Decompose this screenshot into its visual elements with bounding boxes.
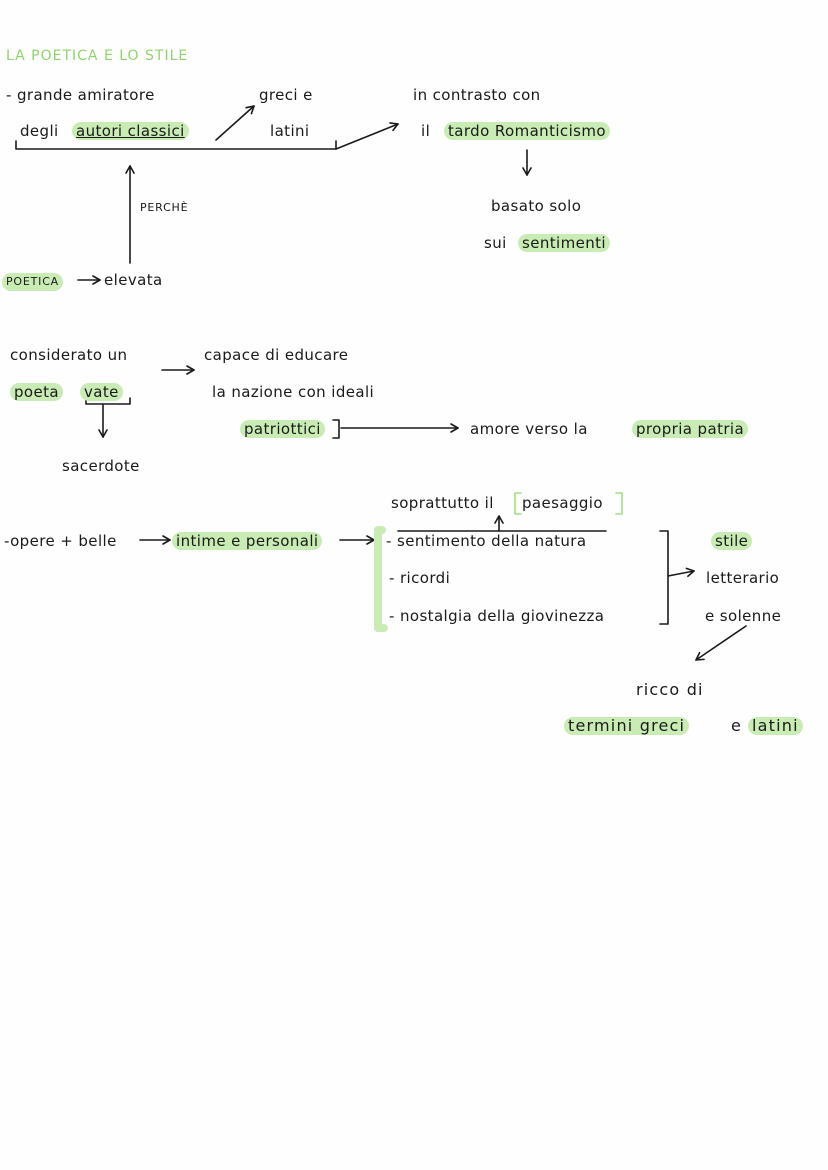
- text-considerato-un: considerato un: [10, 346, 128, 364]
- arrow-to-greci: [215, 105, 255, 141]
- highlight-stile: stile: [711, 532, 753, 550]
- patriottici-bracket: [332, 419, 340, 439]
- green-list-bracket: [374, 526, 388, 632]
- text-ricco-di: ricco di: [636, 680, 704, 699]
- text-la-nazione: la nazione con ideali: [212, 383, 375, 401]
- list-item-sentimento: - sentimento della natura: [386, 532, 587, 550]
- underline-bracket-1: [15, 140, 337, 150]
- text-e-solenne: e solenne: [705, 607, 782, 625]
- page-title: LA POETICA E LO STILE: [6, 48, 189, 64]
- highlight-propria-patria: propria patria: [632, 420, 749, 438]
- highlight-termini-greci: termini greci: [564, 717, 690, 735]
- text-sacerdote: sacerdote: [62, 457, 140, 475]
- vate-bracket: [85, 397, 131, 405]
- text-capace-di-educare: capace di educare: [204, 346, 349, 364]
- text-elevata: elevata: [104, 271, 163, 289]
- highlight-tardo-romanticismo: tardo Romanticismo: [444, 122, 610, 140]
- text-in-contrasto: in contrasto con: [413, 86, 541, 104]
- text-sui: sui: [484, 234, 507, 252]
- list-item-nostalgia: - nostalgia della giovinezza: [389, 607, 605, 625]
- paesaggio-bracket-left: [514, 492, 522, 515]
- text-soprattutto-il: soprattutto il: [391, 494, 494, 512]
- text-opere-belle: -opere + belle: [4, 532, 117, 550]
- text-amore-verso-la: amore verso la: [470, 420, 588, 438]
- highlight-poetica: POETICA: [2, 273, 64, 291]
- highlight-intime-e-personali: intime e personali: [172, 532, 323, 550]
- highlight-autori-classici: autori classici: [72, 122, 189, 140]
- arrow-to-stile: [667, 567, 695, 578]
- text-degli: degli: [20, 122, 59, 140]
- paesaggio-bracket-right: [615, 492, 623, 515]
- text-paesaggio: paesaggio: [522, 494, 603, 512]
- text-latini: latini: [270, 122, 310, 140]
- text-grande-amiratore: - grande amiratore: [6, 86, 155, 104]
- arrow-to-contrasto: [335, 122, 399, 150]
- text-il: il: [421, 122, 431, 140]
- highlight-poeta: poeta: [10, 383, 64, 401]
- arrow-to-ricco: [695, 625, 747, 661]
- text-basato-solo: basato solo: [491, 197, 582, 215]
- text-letterario: letterario: [706, 569, 780, 587]
- label-perche: PERCHÈ: [140, 201, 189, 214]
- text-greci: greci e: [259, 86, 313, 104]
- highlight-sentimenti: sentimenti: [518, 234, 610, 252]
- highlight-patriottici: patriottici: [240, 420, 325, 438]
- list-item-ricordi: - ricordi: [389, 569, 451, 587]
- list-right-bracket: [659, 530, 669, 625]
- text-e: e: [731, 716, 743, 735]
- highlight-latini: latini: [748, 717, 803, 735]
- highlight-vate: vate: [80, 383, 123, 401]
